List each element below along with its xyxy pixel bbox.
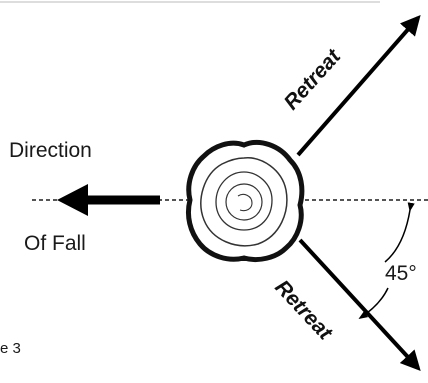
- direction-label-line2: Of Fall: [24, 232, 86, 255]
- tree-stump-icon: [188, 142, 301, 259]
- direction-label-line1: Direction: [9, 139, 92, 162]
- retreat-lower-arrow: [300, 240, 418, 368]
- caption-fragment: e 3: [0, 340, 21, 357]
- retreat-upper-label: Retreat: [280, 44, 346, 114]
- direction-of-fall-arrowhead: [57, 184, 88, 216]
- stump-bark-outer: [188, 142, 301, 259]
- angle-arc-lower: [360, 288, 388, 318]
- angle-label: 45°: [385, 262, 417, 285]
- angle-arc: [385, 210, 410, 262]
- retreat-lower-label: Retreat: [270, 276, 337, 345]
